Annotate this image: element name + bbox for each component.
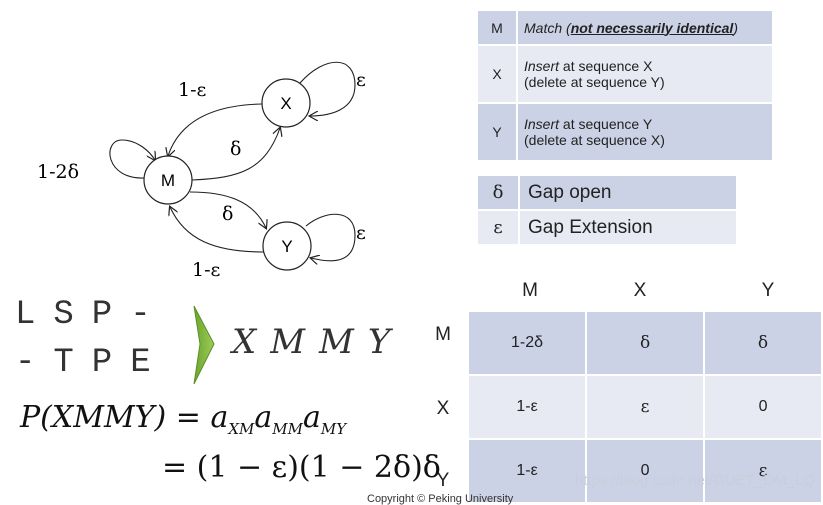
formula-a: a [254, 400, 273, 435]
matrix-col-header: X [633, 280, 647, 301]
watermark: https://blog.csdn.net/GUET_DM_LQ [574, 472, 815, 489]
matrix-cell: δ [703, 310, 823, 376]
legend-key: X [476, 44, 518, 104]
sequence-2: -TPE [15, 344, 169, 382]
transform-arrow-icon [193, 305, 215, 385]
param-row-delta: δ Gap open [476, 174, 738, 211]
legend-desc: Insert at sequence X(delete at sequence … [516, 44, 774, 104]
matrix-col-header: M [522, 280, 538, 301]
state-m-label: M [161, 171, 175, 190]
matrix-row-header: Y [436, 470, 450, 491]
legend-desc: Insert at sequence Y(delete at sequence … [516, 102, 774, 162]
formula-sub: XM [228, 420, 255, 438]
matrix-row-header: X [436, 398, 450, 419]
matrix-row-x: 1-ε ε 0 [466, 374, 823, 440]
copyright-text: Copyright © Peking University [367, 493, 514, 505]
formula-a: a [302, 400, 321, 435]
label-m-to-y: δ [222, 203, 233, 225]
state-y-label: Y [281, 237, 292, 256]
matrix-cell: 1-ε [466, 374, 588, 440]
probability-formula-line2: = (1 − ε)(1 − 2δ)δ [162, 450, 441, 485]
legend-row-x: X Insert at sequence X(delete at sequenc… [476, 44, 774, 104]
param-desc: Gap Extension [518, 209, 738, 246]
legend-row-y: Y Insert at sequence Y(delete at sequenc… [476, 102, 774, 162]
matrix-cell: 1-2δ [466, 310, 588, 376]
transition-matrix: 1-2δ δ δ 1-ε ε 0 1-ε 0 ε [466, 310, 823, 504]
formula-sub: MY [320, 420, 347, 438]
edge-m-to-y [189, 191, 266, 228]
label-x-to-m: 1-ε [178, 79, 206, 101]
edge-y-to-m [170, 207, 265, 253]
param-row-epsilon: ε Gap Extension [476, 209, 738, 246]
matrix-cell: ε [703, 438, 823, 504]
label-m-self: 1-2δ [37, 161, 79, 183]
edge-m-self [109, 139, 155, 179]
state-path: XMMY [232, 322, 405, 362]
formula-equals: = [175, 400, 201, 435]
parameter-legend-table: δ Gap open ε Gap Extension [476, 174, 738, 246]
legend-key: Y [476, 102, 518, 162]
label-y-self: ε [356, 222, 366, 244]
matrix-row-y: 1-ε 0 ε [466, 438, 823, 504]
param-key: ε [476, 209, 520, 246]
probability-formula-line1: P(XMMY) = aXMaMMaMY [20, 400, 346, 438]
state-x-circle [261, 78, 311, 128]
label-x-self: ε [356, 69, 366, 91]
formula-a: a [210, 400, 229, 435]
legend-key: M [476, 9, 518, 46]
matrix-cell: ε [585, 374, 706, 440]
legend-row-m: M Match (not necessarily identical) [476, 9, 774, 46]
legend-desc: Match (not necessarily identical) [516, 9, 774, 46]
edge-y-self [305, 213, 356, 261]
state-m-circle [143, 155, 193, 205]
matrix-row-m: 1-2δ δ δ [466, 310, 823, 376]
label-y-to-m: 1-ε [192, 259, 220, 281]
matrix-cell: δ [585, 310, 706, 376]
edge-x-self [299, 61, 356, 116]
formula-sub: MM [272, 420, 303, 438]
matrix-cell: 1-ε [466, 438, 588, 504]
formula-lhs: P(XMMY) [20, 400, 167, 435]
sequence-1: LSP- [15, 296, 169, 334]
matrix-col-header: Y [761, 280, 775, 301]
label-m-to-x: δ [230, 138, 241, 160]
param-desc: Gap open [518, 174, 738, 211]
param-key: δ [476, 174, 520, 211]
matrix-row-header: M [435, 324, 451, 345]
state-legend-table: M Match (not necessarily identical) X In… [476, 9, 774, 162]
state-x-label: X [280, 94, 291, 113]
state-y-circle [262, 221, 312, 271]
matrix-cell: 0 [585, 438, 706, 504]
edge-m-to-x [191, 128, 280, 181]
matrix-cell: 0 [703, 374, 823, 440]
edge-x-to-m [168, 103, 263, 156]
